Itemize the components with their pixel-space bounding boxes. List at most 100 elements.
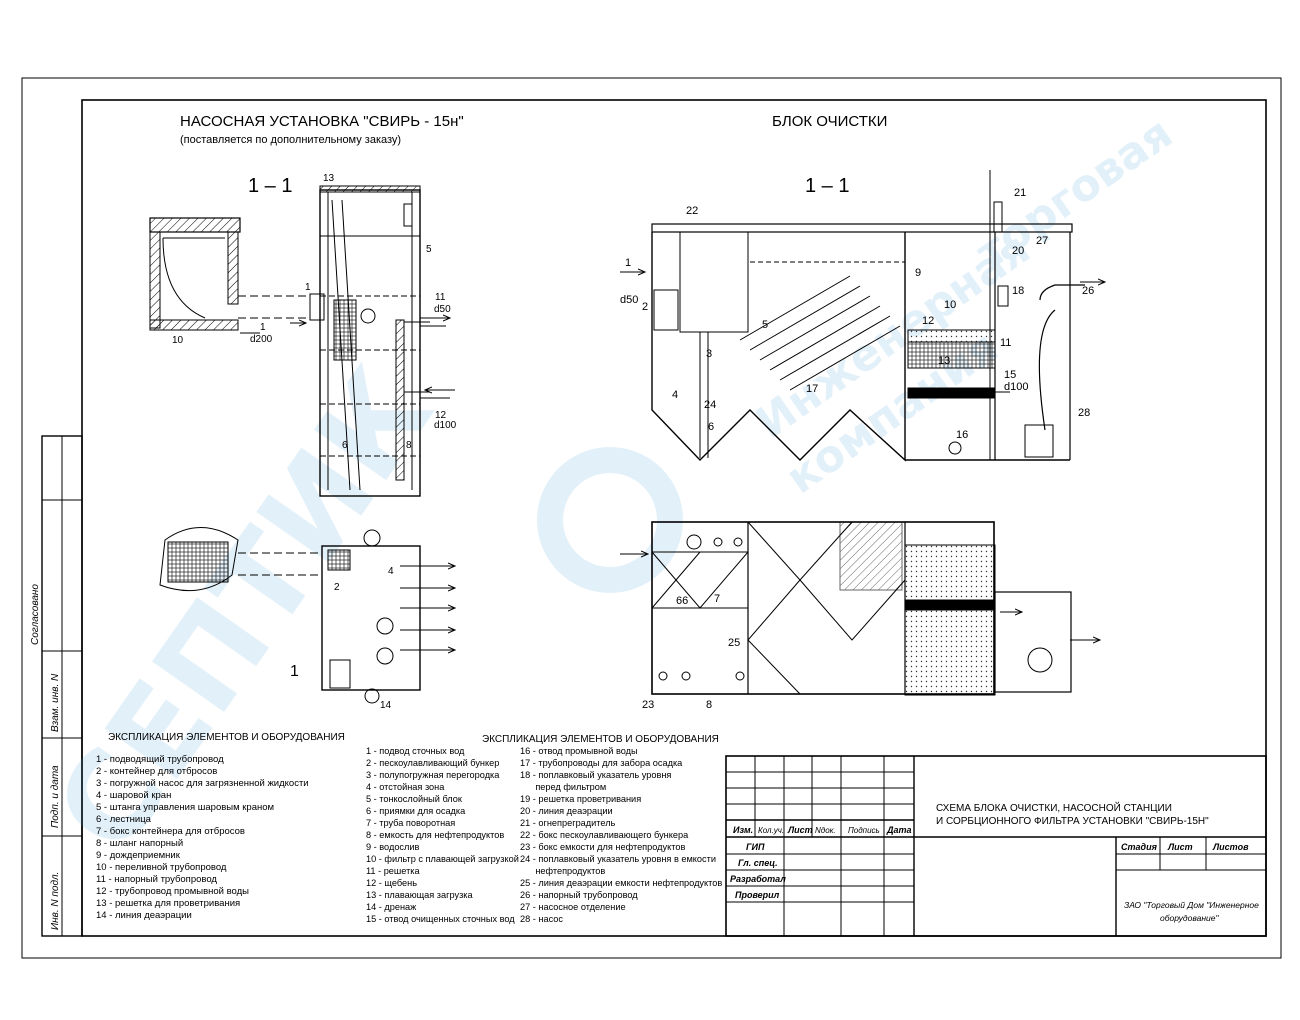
explication-right-item: 25 - линия деаэрации емкости нефтепродук… [520,878,722,888]
block-label-13: 13 [938,355,950,367]
pump-label-14: 14 [380,700,392,711]
explication-right-item: перед фильтром [520,782,606,792]
block-label-28: 28 [1078,407,1090,419]
pump-label-d50: d50 [434,304,451,315]
pump-label-2: 2 [334,582,340,593]
pump-label-4: 4 [388,566,394,577]
explication-right-title: ЭКСПЛИКАЦИЯ ЭЛЕМЕНТОВ И ОБОРУДОВАНИЯ [482,734,719,745]
tb-org-line2: оборудование" [1160,913,1219,923]
explication-right-item: 8 - емкость для нефтепродуктов [366,830,504,840]
block-label-24: 24 [704,399,716,411]
pump-label-13: 13 [323,173,335,184]
explication-left-item: 1 - подводящий трубопровод [96,754,224,765]
tb-sheet: Лист [1167,842,1193,852]
block-label-10: 10 [944,299,956,311]
explication-right-item: 16 - отвод промывной воды [520,746,638,756]
block-label-7: 7 [714,593,720,605]
explication-left-item: 6 - лестница [96,814,152,825]
pump-title: НАСОСНАЯ УСТАНОВКА "СВИРЬ - 15н" [180,113,464,130]
explication-left-item: 3 - погружной насос для загрязненной жид… [96,778,309,789]
tb-header-sheet: Лист [787,825,813,835]
tb-role-gip: ГИП [746,842,765,852]
block-section-label: 1 – 1 [805,175,849,197]
stamp-agreed: Согласовано [30,584,41,645]
block-label-26: 26 [1082,285,1094,297]
pump-label-d100: d100 [434,420,457,431]
tb-title-line1: СХЕМА БЛОКА ОЧИСТКИ, НАСОСНОЙ СТАНЦИИ [936,801,1172,814]
side-stamp: Согласовано Взам. инв. N Подп. и дата Ин… [30,435,83,937]
explication-left-item: 8 - шланг напорный [96,838,183,849]
explication-right-item: 4 - отстойная зона [366,782,445,792]
explication-right-item: 6 - приямки для осадка [366,806,466,816]
explication-right-item: 17 - трубопроводы для забора осадка [520,758,683,768]
pump-label-1c: 1 [290,663,299,680]
explication-right-item: 24 - поплавковый указатель уровня в емко… [520,854,716,864]
explication-right-item: 9 - водослив [366,842,420,852]
explication-right-item: 28 - насос [520,914,563,924]
stamp-sign-date: Подп. и дата [50,765,61,828]
tb-role-chief: Гл. спец. [738,858,778,868]
block-label-5: 5 [762,319,768,331]
explication-left-item: 13 - решетка для проветривания [96,898,240,909]
block-label-d100: d100 [1004,381,1028,393]
explication-right-item: 3 - полупогружная перегородка [366,770,500,780]
stamp-inv: Инв. N подл. [50,872,61,930]
title-block: Изм. Кол.уч. Лист Nдок. Подпись Дата ГИП… [725,755,1267,937]
explication-right-item: 1 - подвод сточных вод [366,746,465,756]
tb-sheets: Листов [1212,842,1249,852]
explication-right-item: 22 - бокс пескоулавливающего бункера [520,830,689,840]
explication-left-item: 4 - шаровой кран [96,790,171,801]
pump-section-view [149,185,455,497]
pump-label-1b: 1 [260,322,266,333]
block-title: БЛОК ОЧИСТКИ [772,113,887,130]
pump-label-10: 10 [172,335,184,346]
block-label-20: 20 [1012,245,1024,257]
tb-stage: Стадия [1121,842,1158,852]
block-label-6: 6 [708,421,714,433]
block-label-25: 25 [728,637,740,649]
explication-right-item: 27 - насосное отделение [520,902,626,912]
explication-right-item: 21 - огнепреградитель [520,818,616,828]
explication-right-item: 14 - дренаж [366,902,417,912]
explication-left-item: 5 - штанга управления шаровым краном [96,802,274,813]
block-label-3: 3 [706,348,712,360]
pump-label-5: 5 [426,244,432,255]
outer-frame [21,77,1282,959]
explication-left-item: 14 - линия деаэрации [96,910,192,921]
explication-right-item: нефтепродуктов [520,866,605,876]
block-label-21: 21 [1014,187,1026,199]
block-label-66: 66 [676,595,688,607]
explication-left-item: 11 - напорный трубопровод [96,874,217,885]
explication-right-item: 13 - плавающая загрузка [366,890,474,900]
block-label-22: 22 [686,205,698,217]
block-label-15: 15 [1004,369,1016,381]
tb-header-date: Дата [886,825,912,835]
explication-right-item: 5 - тонкослойный блок [366,794,463,804]
block-label-1: 1 [625,257,631,269]
block-section-view [620,170,1105,462]
block-label-27: 27 [1036,235,1048,247]
explication-right-item: 20 - линия деаэрации [520,806,613,816]
block-label-8: 8 [706,699,712,711]
tb-header-doc: Nдок. [815,826,836,835]
explication-right: ЭКСПЛИКАЦИЯ ЭЛЕМЕНТОВ И ОБОРУДОВАНИЯ 1 -… [366,734,722,924]
block-label-4: 4 [672,389,678,401]
explication-right-item: 23 - бокс емкости для нефтепродуктов [520,842,685,852]
tb-header-count: Кол.уч. [758,826,784,835]
tb-title-line2: И СОРБЦИОННОГО ФИЛЬТРА УСТАНОВКИ "СВИРЬ-… [936,816,1209,827]
explication-left: ЭКСПЛИКАЦИЯ ЭЛЕМЕНТОВ И ОБОРУДОВАНИЯ 1 -… [96,732,345,921]
tb-header-change: Изм. [733,825,753,835]
pump-label-8: 8 [406,440,412,451]
block-label-23: 23 [642,699,654,711]
block-label-d50: d50 [620,294,638,306]
block-label-11: 11 [1000,337,1011,349]
pump-label-1: 1 [305,282,311,293]
explication-left-item: 2 - контейнер для отбросов [96,766,217,777]
explication-right-item: 2 - пескоулавливающий бункер [366,758,499,768]
explication-left-item: 7 - бокс контейнера для отбросов [96,826,245,837]
explication-right-item: 12 - щебень [366,878,417,888]
block-labels: 1 d50 2 22 3 4 5 24 6 9 10 12 11 13 15 d… [620,187,1094,711]
block-label-18: 18 [1012,285,1024,297]
explication-right-item: 10 - фильтр с плавающей загрузкой [366,854,519,864]
